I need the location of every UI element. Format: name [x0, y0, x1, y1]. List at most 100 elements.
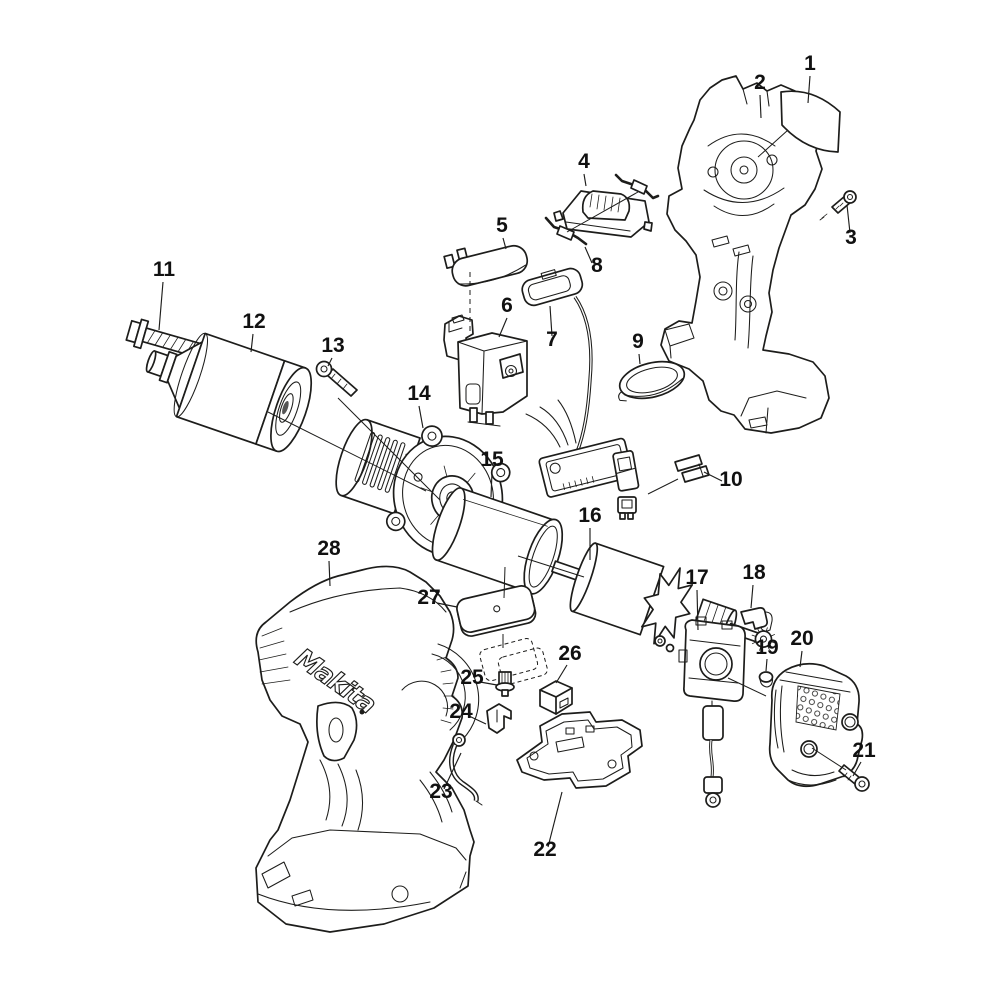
assembly-lines	[267, 129, 847, 771]
part-label-12: 12	[242, 310, 266, 353]
part-number-24: 24	[449, 700, 473, 723]
part-17-brush-holder-unit	[678, 616, 746, 808]
part-number-3: 3	[845, 226, 857, 249]
part-label-18: 18	[742, 561, 766, 609]
leader-line-4	[583, 173, 587, 187]
assembly-line	[647, 478, 679, 495]
leader-line-28	[328, 560, 331, 587]
assembly-line	[337, 397, 441, 501]
part-label-26: 26	[555, 642, 582, 684]
leader-line-1	[807, 75, 811, 104]
part-number-7: 7	[546, 328, 558, 351]
part-label-8: 8	[584, 246, 603, 277]
part-20-motor-rear-cover	[768, 662, 864, 788]
part-label-1: 1	[804, 52, 816, 104]
part-number-22: 22	[533, 838, 556, 861]
leader-line-9	[638, 353, 641, 365]
part-number-10: 10	[719, 468, 742, 491]
part-19-pin	[758, 671, 774, 688]
part-label-17: 17	[685, 566, 709, 631]
part-15-motor-sleeve	[431, 487, 564, 595]
part-label-2: 2	[754, 71, 766, 119]
part-26-box	[539, 680, 573, 715]
assembly-line	[267, 411, 427, 492]
part-number-26: 26	[558, 642, 581, 665]
part-label-6: 6	[498, 294, 513, 338]
part-number-11: 11	[153, 258, 176, 281]
leader-line-5	[502, 237, 507, 250]
leader-line-15	[490, 471, 493, 498]
part-label-15: 15	[480, 448, 504, 498]
part-number-9: 9	[632, 330, 644, 353]
part-number-20: 20	[790, 627, 813, 650]
part-23-leaf-spring	[449, 733, 483, 806]
part-number-4: 4	[578, 150, 590, 173]
leader-line-26	[555, 664, 568, 684]
assembly-line	[503, 566, 506, 599]
part-5-trigger	[443, 244, 529, 287]
part-number-23: 23	[429, 780, 452, 803]
leader-line-13	[327, 357, 333, 367]
part-number-17: 17	[685, 566, 708, 589]
part-number-28: 28	[317, 537, 341, 560]
part-number-6: 6	[501, 294, 513, 317]
part-number-12: 12	[242, 310, 265, 333]
part-10-terminal-clip	[674, 454, 710, 483]
part-label-24: 24	[449, 700, 487, 725]
armature-bearing-parts	[654, 635, 675, 653]
leader-line-20	[799, 650, 803, 668]
part-12-drill-chuck	[145, 332, 313, 453]
part-number-21: 21	[852, 739, 876, 762]
part-number-19: 19	[755, 636, 778, 659]
part-number-15: 15	[480, 448, 504, 471]
part-3-tapping-screw	[819, 190, 857, 221]
controller-board	[525, 399, 640, 520]
part-label-22: 22	[533, 791, 563, 861]
part-22-terminal-block	[516, 711, 643, 789]
part-27-base-pad	[456, 585, 537, 637]
part-number-1: 1	[804, 52, 816, 75]
part-8-lock-spring-wires	[544, 173, 660, 246]
assembly-line	[517, 555, 585, 578]
part-6-switch-unit	[443, 314, 528, 427]
part-4-forward-reverse-lever	[553, 190, 653, 238]
leader-line-11	[158, 281, 164, 331]
part-label-3: 3	[845, 204, 857, 249]
part-label-21: 21	[852, 739, 876, 777]
assembly-line	[727, 677, 767, 697]
part-9-cap-cover	[618, 360, 686, 402]
leader-line-21	[852, 761, 862, 777]
part-13-pan-head-screw	[315, 360, 358, 397]
part-label-10: 10	[703, 468, 743, 491]
assembly-line	[566, 191, 639, 233]
leader-line-27	[436, 602, 458, 608]
leader-line-23	[443, 752, 462, 790]
leader-line-25	[479, 681, 498, 686]
leader-line-18	[750, 584, 754, 609]
part-25-pad-screw	[495, 671, 515, 697]
part-label-5: 5	[496, 214, 508, 250]
part-label-19: 19	[755, 636, 779, 672]
part-18-holder-clip	[740, 606, 773, 632]
part-label-23: 23	[429, 752, 462, 803]
part-1-name-plate-sticker	[780, 90, 841, 153]
part-number-16: 16	[578, 504, 601, 527]
part-label-11: 11	[153, 258, 176, 331]
leader-line-8	[584, 246, 593, 264]
part-label-27: 27	[417, 586, 458, 609]
assembly-line	[757, 129, 789, 158]
part-number-25: 25	[460, 666, 484, 689]
part-label-7: 7	[546, 305, 558, 351]
leader-line-7	[549, 305, 553, 337]
leader-line-24	[468, 715, 487, 725]
part-label-25: 25	[460, 666, 498, 689]
leader-line-2	[759, 94, 762, 119]
part-2-housing-half-right	[660, 75, 830, 434]
part-label-20: 20	[790, 627, 814, 668]
part-label-28: 28	[317, 537, 341, 587]
part-label-4: 4	[578, 150, 590, 187]
part-21-rear-cover-screw	[838, 764, 870, 792]
part-24-clamp-clip	[486, 703, 512, 734]
